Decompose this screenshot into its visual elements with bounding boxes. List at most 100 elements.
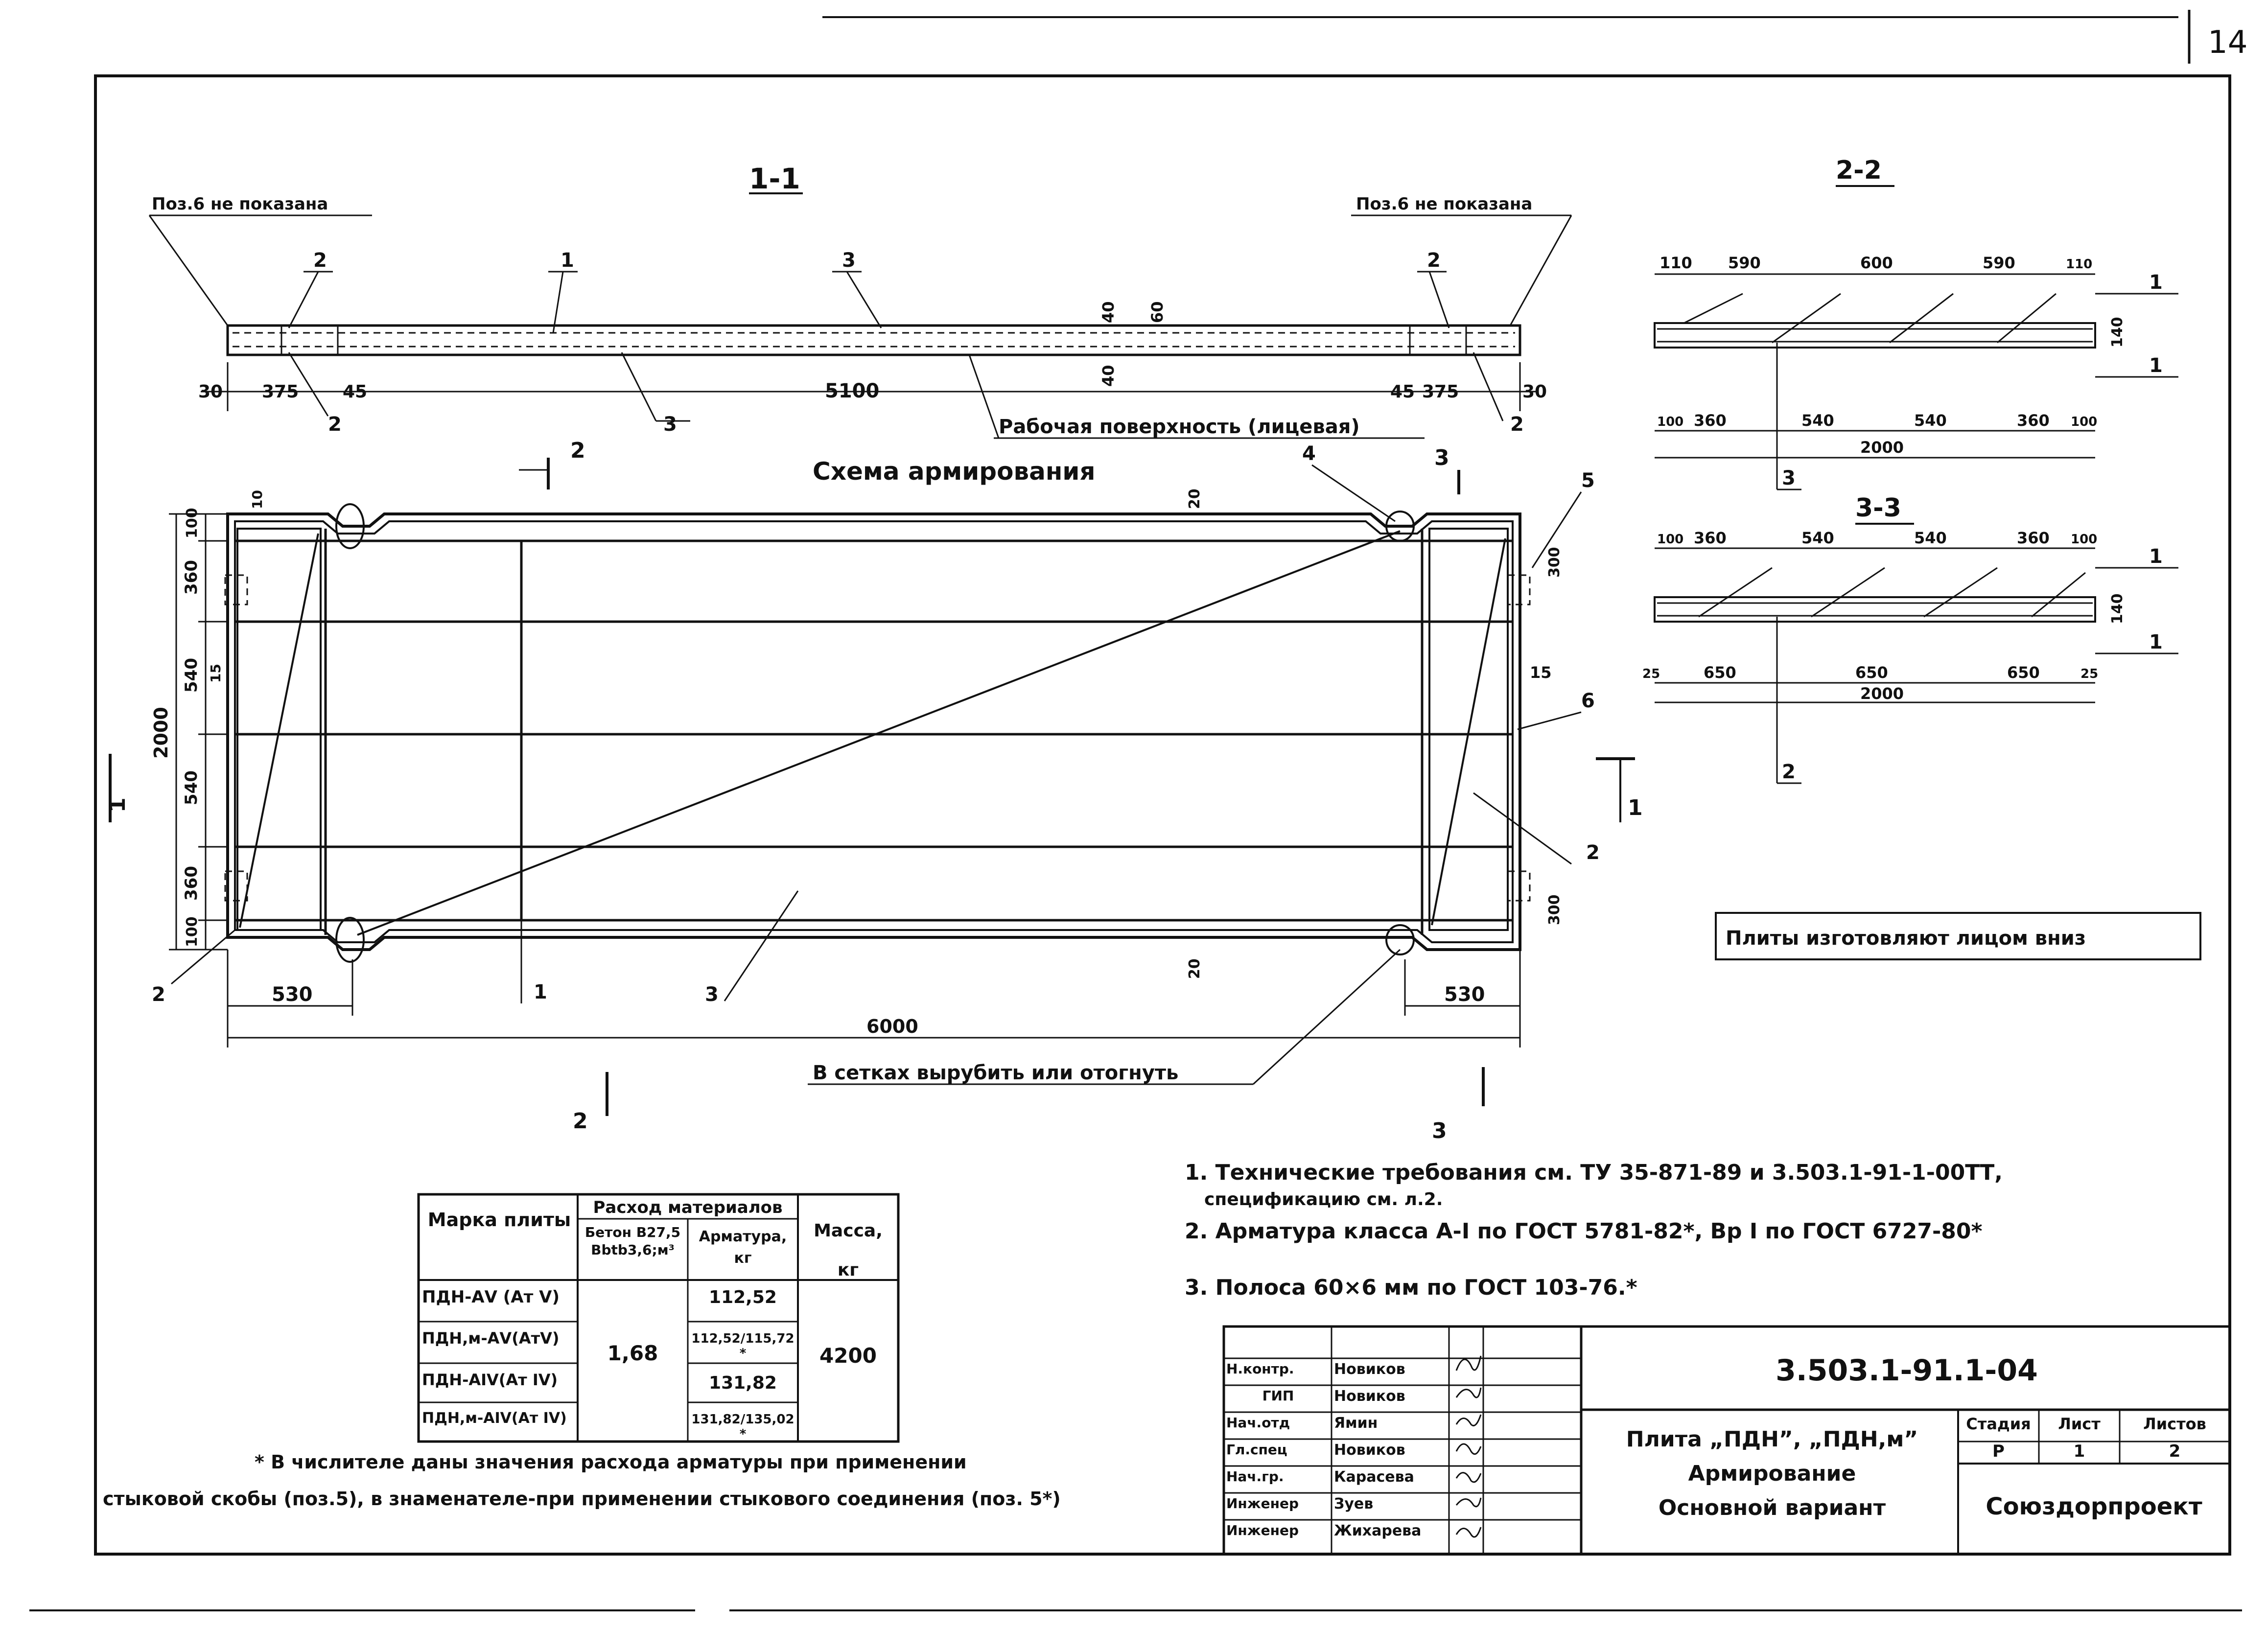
s33-dim-25-left: 25 (1642, 667, 1660, 681)
section-1-1: 1-1 Поз.6 не показана Поз.6 не показана … (148, 162, 1572, 439)
stamp-stage-label: Стадия (1966, 1415, 2031, 1433)
s22-pos-1-bottom: 1 (2149, 354, 2163, 377)
table-header-rebar: Арматура, кг (699, 1228, 787, 1267)
table-header-mass: Масса, кг (814, 1221, 883, 1280)
s22-dim-2000: 2000 (1860, 438, 1904, 457)
s11-dim-60: 60 (1148, 301, 1167, 323)
s33-dim-140: 140 (2109, 593, 2126, 624)
document-code: 3.503.1-91.1-04 (1776, 1353, 2038, 1388)
s11-dim-5100: 5100 (825, 380, 879, 402)
table-row: ПДН-АV (Ат V) (422, 1287, 560, 1307)
s22-dim-140: 140 (2109, 317, 2126, 348)
table-footnote-1: * В числителе даны значения расхода арма… (255, 1451, 967, 1473)
plan-pos-1: 1 (534, 981, 547, 1003)
plan-dim-360-bottom: 360 (182, 866, 201, 901)
note-2: 2. Арматура класса А-I по ГОСТ 5781-82*,… (1185, 1219, 1983, 1244)
plan-pos-3: 3 (705, 983, 719, 1006)
stamp-sheet-label: Лист (2058, 1415, 2101, 1433)
working-surface-label: Рабочая поверхность (лицевая) (999, 416, 1360, 438)
table-header-consumption: Расход материалов (593, 1198, 783, 1217)
s33-dim-360-right: 360 (2017, 529, 2050, 547)
plan-dim-20-bottom: 20 (1186, 958, 1203, 979)
cut-3-bottom: 3 (1432, 1118, 1447, 1143)
table-rebar-value: 112,52/115,72 * (691, 1331, 795, 1361)
s33-dim-100-right: 100 (2071, 532, 2097, 547)
plan-pos-2-right: 2 (1586, 841, 1600, 864)
s22-dim-110: 110 (1659, 254, 1692, 272)
plan-dim-300-top: 300 (1546, 547, 1563, 578)
table-rebar-value: 131,82/135,02 * (691, 1412, 795, 1442)
table-header-mark: Марка плиты (427, 1209, 571, 1231)
s22-dim-590-right: 590 (1983, 254, 2015, 272)
s22-pos-3: 3 (1782, 467, 1796, 489)
cut-1-right: 1 (1628, 795, 1643, 820)
stamp-role: Н.контр. (1226, 1361, 1294, 1377)
note-3: 3. Полоса 60×6 мм по ГОСТ 103-76.* (1185, 1275, 1637, 1300)
s22-dim-100-left: 100 (1657, 415, 1683, 429)
s22-dim-600: 600 (1860, 254, 1893, 272)
note-pos6-right: Поз.6 не показана (1356, 194, 1532, 214)
section-1-1-title: 1-1 (749, 162, 800, 195)
stamp-role: Инженер (1226, 1495, 1299, 1512)
sheet-frame (94, 74, 2231, 1556)
s22-dim-590-left: 590 (1728, 254, 1761, 272)
plan-dim-300-bottom: 300 (1546, 894, 1563, 925)
s22-dim-110-right: 110 (2066, 257, 2092, 272)
s33-pos-1-top: 1 (2149, 545, 2163, 568)
s11-pos-3-bottom: 3 (663, 413, 677, 436)
page-number: 14 (2208, 24, 2247, 61)
cut-2-top: 2 (570, 438, 585, 463)
plan-dim-540-top: 540 (182, 658, 201, 693)
section-2-2-title: 2-2 (1836, 156, 1882, 185)
plan-pos-4: 4 (1302, 442, 1316, 465)
stamp-name: Новиков (1334, 1388, 1405, 1405)
note-1: 1. Технические требования см. ТУ 35-871-… (1185, 1160, 2003, 1185)
title-block (1222, 1325, 2231, 1556)
slab-section (226, 324, 1521, 356)
stamp-sheets: 2 (2169, 1442, 2181, 1461)
s33-pos-1-bottom: 1 (2149, 631, 2163, 653)
table-concrete-value: 1,68 (607, 1341, 658, 1365)
s11-dim-30-right: 30 (1522, 382, 1547, 402)
stamp-role: Нач.гр. (1226, 1468, 1284, 1485)
s33-dim-540-left: 540 (1801, 529, 1834, 547)
s22-pos-1-top: 1 (2149, 271, 2163, 294)
s11-pos-2-bottom: 2 (328, 413, 342, 436)
s33-dim-540-right: 540 (1914, 529, 1947, 547)
stamp-title-3: Основной вариант (1658, 1495, 1886, 1520)
plan-dim-360-top: 360 (182, 560, 201, 595)
s33-dim-360-left: 360 (1694, 529, 1727, 547)
plan-pos-6: 6 (1581, 690, 1595, 712)
stamp-sheet: 1 (2073, 1442, 2085, 1461)
stamp-name: Новиков (1334, 1361, 1405, 1378)
s11-pos-2-bottom-right: 2 (1510, 413, 1524, 436)
plan-dim-10: 10 (249, 490, 265, 509)
s11-dim-45-right: 45 (1390, 382, 1415, 402)
plan-dim-15-right: 15 (1530, 663, 1552, 682)
s11-dim-375-right: 375 (1422, 382, 1459, 402)
s11-dim-375: 375 (262, 382, 299, 402)
plan-dim-540-bottom: 540 (182, 770, 201, 805)
note-1-continued: спецификацию см. л.2. (1204, 1189, 1443, 1210)
s22-dim-540-left: 540 (1801, 411, 1834, 430)
stamp-stage: Р (1992, 1442, 2005, 1461)
stamp-name: Новиков (1334, 1442, 1405, 1459)
s33-dim-2000: 2000 (1860, 684, 1904, 703)
section-3-3-title: 3-3 (1855, 493, 1901, 523)
cut-in-mesh-note: В сетках вырубить или отогнуть (813, 1062, 1178, 1084)
s22-dim-360-left: 360 (1694, 411, 1727, 430)
plan-dim-530-right: 530 (1444, 983, 1485, 1006)
table-header-concrete: Бетон В27,5 Вbtb3,6;м³ (584, 1224, 681, 1258)
table-row: ПДН-АIV(Ат IV) (422, 1371, 558, 1389)
table-footnote-2: стыковой скобы (поз.5), в знаменателе-пр… (103, 1488, 1061, 1510)
stamp-role: ГИП (1262, 1388, 1294, 1404)
cut-1-left: 1 (105, 797, 130, 813)
s33-dim-650-right: 650 (2007, 663, 2040, 682)
s33-dim-25-right: 25 (2080, 667, 2098, 681)
s11-dim-40-bottom: 40 (1099, 365, 1118, 387)
plan-dim-20-top: 20 (1186, 489, 1203, 509)
table-rebar-value: 131,82 (709, 1373, 777, 1393)
s22-dim-100-right: 100 (2071, 415, 2097, 429)
section-2-2: 2-2 110 590 600 590 110 1 1 140 100 360 … (1654, 156, 2178, 490)
